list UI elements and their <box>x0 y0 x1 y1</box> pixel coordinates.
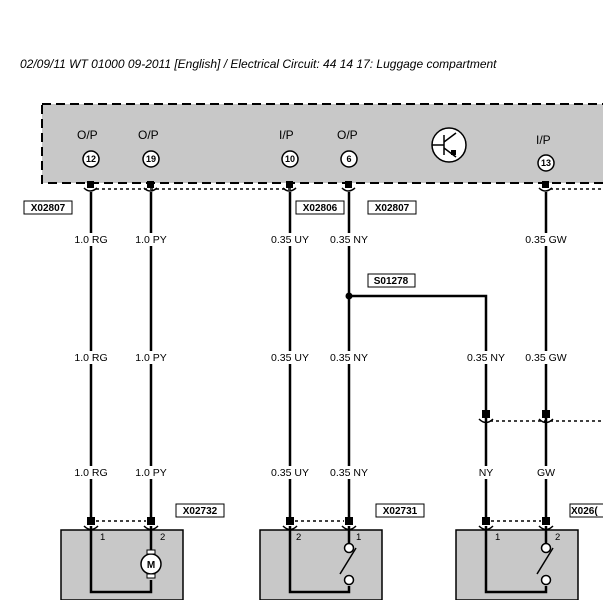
wire-label: 0.35 UY <box>271 352 309 364</box>
pin-label-13: I/P <box>536 133 551 147</box>
connector-label-x0260-partial: X026( <box>569 503 603 518</box>
terminal-cups-top <box>83 187 553 192</box>
svg-text:X026(: X026( <box>571 506 598 517</box>
svg-text:12: 12 <box>86 154 96 164</box>
pin-circle-6: 6 <box>340 150 358 168</box>
connector-label-x02732: X02732 <box>175 503 225 518</box>
switch-component-a: 2 1 <box>259 525 383 600</box>
svg-text:X02807: X02807 <box>31 203 66 214</box>
pin-circle-13: 13 <box>537 154 555 172</box>
connector-label-x02731: X02731 <box>375 503 425 518</box>
switch-icon <box>536 542 554 586</box>
svg-text:6: 6 <box>346 154 351 164</box>
wire-label: 1.0 RG <box>74 467 107 479</box>
motor-symbol: M <box>147 560 155 571</box>
wire-label: GW <box>537 467 555 479</box>
switch-b-pin-1: 1 <box>495 532 500 543</box>
terminal-markers-bottom <box>87 517 550 525</box>
svg-text:X02732: X02732 <box>183 506 218 517</box>
wire-label: 0.35 NY <box>330 234 368 246</box>
pin-label-6: O/P <box>337 128 358 142</box>
pin-label-10: I/P <box>279 128 294 142</box>
connector-label-x02807-left: X02807 <box>23 200 73 215</box>
pin-label-19: O/P <box>138 128 159 142</box>
wire-label: 1.0 RG <box>74 234 107 246</box>
svg-text:S01278: S01278 <box>374 276 409 287</box>
switch-icon <box>339 542 357 586</box>
wire-label: 0.35 NY <box>330 467 368 479</box>
pin-circle-19: 19 <box>142 150 160 168</box>
pin-label-12: O/P <box>77 128 98 142</box>
splice-label-s01278: S01278 <box>367 273 416 288</box>
motor-pin-1: 1 <box>100 532 105 543</box>
motor-component: 1 2 M <box>60 525 184 600</box>
connector-label-x02806: X02806 <box>295 200 345 215</box>
svg-text:X02806: X02806 <box>303 203 338 214</box>
svg-text:19: 19 <box>146 154 156 164</box>
wire-label: 1.0 PY <box>135 467 167 479</box>
wire-label: 0.35 UY <box>271 234 309 246</box>
svg-text:X02731: X02731 <box>383 506 418 517</box>
motor-pin-2: 2 <box>160 532 165 543</box>
pin-circle-10: 10 <box>281 150 299 168</box>
wire-label: 1.0 PY <box>135 234 167 246</box>
terminal-markers-top <box>87 181 549 188</box>
switch-component-b: 1 2 <box>455 525 579 600</box>
wire-label: 0.35 UY <box>271 467 309 479</box>
wire-label: NY <box>479 467 494 479</box>
wire-label: 0.35 GW <box>525 352 567 364</box>
switch-a-pin-2: 2 <box>296 532 301 543</box>
wire-label: 0.35 NY <box>467 352 505 364</box>
wire-label: 0.35 NY <box>330 352 368 364</box>
svg-text:X02807: X02807 <box>375 203 410 214</box>
pin-circle-12: 12 <box>82 150 100 168</box>
connector-label-x02807-right: X02807 <box>367 200 417 215</box>
svg-text:13: 13 <box>541 158 551 168</box>
switch-b-pin-2: 2 <box>555 532 560 543</box>
ground-symbol-icon <box>431 127 467 163</box>
splice-dot <box>345 292 353 300</box>
wire-label: 0.35 GW <box>525 234 567 246</box>
wire-labels-row3: 1.0 RG 1.0 PY 0.35 UY 0.35 NY NY GW <box>70 466 558 479</box>
terminal-markers-mid <box>482 410 550 418</box>
page-header: 02/09/11 WT 01000 09-2011 [English] / El… <box>20 57 497 71</box>
wire-labels-row2: 1.0 RG 1.0 PY 0.35 UY 0.35 NY 0.35 NY 0.… <box>70 351 569 364</box>
terminal-cups-mid <box>478 418 554 424</box>
wire-label: 1.0 PY <box>135 352 167 364</box>
wire-label: 1.0 RG <box>74 352 107 364</box>
svg-text:10: 10 <box>285 154 295 164</box>
switch-a-pin-1: 1 <box>356 532 361 543</box>
control-module-box <box>41 103 603 184</box>
wire-labels-row1: 1.0 RG 1.0 PY 0.35 UY 0.35 NY 0.35 GW <box>70 233 569 246</box>
